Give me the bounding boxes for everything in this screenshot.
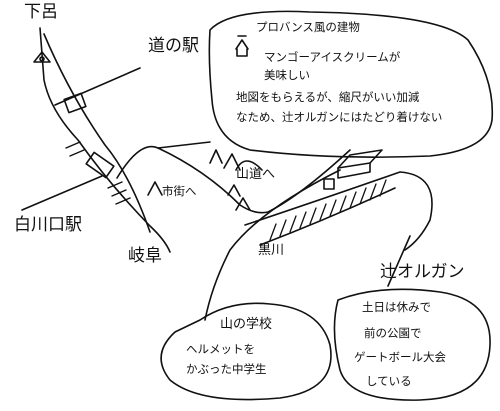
label-gero: 下呂: [24, 2, 58, 22]
road-route41: [43, 33, 151, 233]
label-shigai: 市街へ: [162, 184, 197, 198]
michinoeki-building: [63, 92, 87, 114]
railway-line: [39, 27, 171, 253]
school-line-2: かぶった中学生: [186, 362, 267, 376]
provence-line-5: なため、辻オルガンにはたどり着けない: [236, 110, 443, 124]
callout-provence-bubble: [208, 10, 494, 158]
callout-park-bubble: [333, 288, 491, 401]
road-to-shirakawaguchi: [21, 175, 103, 211]
label-sandou: 山道へ: [236, 167, 276, 182]
label-shirakawaguchi-station: 白川口駅: [14, 215, 82, 235]
label-kurokawa: 黒川: [258, 243, 285, 258]
house-icon: [235, 35, 249, 57]
provence-line-3: 美味しい: [264, 68, 310, 82]
tsuji-organ-building: [337, 149, 383, 169]
label-tsuji-organ: 辻オルガン: [380, 262, 465, 282]
river-bank-upper: [244, 171, 433, 251]
school-title: 山の学校: [220, 317, 273, 332]
provence-line-2: マンゴーアイスクリームが: [264, 50, 401, 64]
provence-line-1: プロバンス風の建物: [256, 20, 360, 34]
callout-school-bubble: [160, 302, 332, 401]
road-to-school: [204, 169, 341, 321]
arrow-shigai: [147, 181, 163, 196]
park-line-2: 前の公園で: [364, 326, 422, 340]
park-line-1: 土日は休みで: [362, 300, 431, 314]
rail-ties: [65, 141, 131, 205]
road-north: [157, 141, 211, 149]
provence-line-4: 地図をもらえるが、縮尺がいい加減: [236, 90, 420, 104]
park-line-4: している: [366, 374, 412, 388]
gero-marker: [33, 51, 51, 63]
label-gifu: 岐阜: [128, 246, 162, 266]
mountain-icons: [209, 149, 263, 171]
label-leader: [387, 235, 411, 287]
label-michinoeki: 道の駅: [148, 36, 199, 56]
station-building: [85, 151, 115, 179]
tsuji-organ-mark: [323, 178, 335, 190]
park-line-3: ゲートボール大会: [354, 350, 446, 364]
road-to-michinoeki: [54, 67, 141, 106]
school-line-1: ヘルメットを: [186, 342, 255, 356]
river-hatch: [269, 179, 387, 241]
